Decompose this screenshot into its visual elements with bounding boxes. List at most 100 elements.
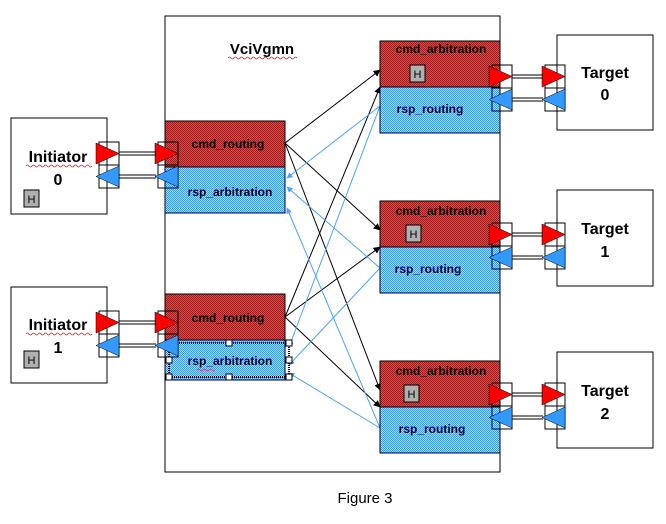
cmd-connection-line [284, 246, 381, 318]
target-side-0[interactable]: cmd_arbitration H rsp_routing [379, 40, 501, 134]
rsp-routing-box[interactable] [379, 246, 501, 294]
cmd-port-triangle-icon [488, 65, 513, 88]
initiator-box[interactable] [10, 286, 108, 384]
cmd-port-triangle-icon [541, 223, 566, 246]
resize-handle[interactable] [285, 373, 293, 381]
cmd-connection-line [284, 69, 381, 144]
rsp-routing-box[interactable] [379, 86, 501, 134]
initiator-index: 1 [54, 340, 63, 357]
cmd-port-triangle-icon [541, 65, 566, 88]
hier-box[interactable] [23, 189, 40, 208]
cmd-arbitration-box[interactable] [379, 200, 501, 248]
vgmn-title: VciVgmn [230, 41, 294, 58]
cmd-arbitration-label: cmd_arbitration [396, 42, 487, 56]
connection-lines [284, 69, 382, 429]
rsp-port-triangle-icon [95, 334, 120, 357]
target-0[interactable]: Target 0 [556, 34, 654, 131]
hier-box[interactable] [409, 64, 426, 83]
rsp-arbitration-box[interactable] [164, 339, 286, 381]
resize-handle[interactable] [165, 373, 173, 381]
initiator-0[interactable]: Initiator 0 H [10, 117, 108, 215]
initiator-side-0[interactable]: cmd_routing rsp_arbitration [164, 120, 286, 214]
cmd-port-triangle-icon [488, 383, 513, 406]
hier-box-label: H [28, 194, 36, 206]
hier-box-label: H [408, 389, 416, 401]
cmd-port-triangle-icon [154, 311, 179, 334]
rsp-port-triangle-icon [541, 406, 566, 429]
resize-handle[interactable] [225, 373, 233, 381]
target-name: Target [581, 383, 629, 400]
rsp-routing-label: rsp_routing [399, 422, 466, 436]
target-port[interactable] [541, 382, 566, 430]
rsp-port-triangle-icon [488, 246, 513, 269]
initiator-side-1[interactable]: cmd_routing rsp_arbitration [164, 293, 293, 381]
rsp-arbitration-box[interactable] [164, 166, 286, 214]
cmd-port-triangle-icon [95, 311, 120, 334]
target-port[interactable] [541, 222, 566, 270]
hier-box[interactable] [23, 350, 40, 369]
target-name: Target [581, 221, 629, 238]
network-target-port[interactable] [488, 222, 513, 270]
target-box[interactable] [556, 351, 654, 449]
resize-handle[interactable] [225, 339, 233, 347]
rsp-port-triangle-icon [488, 406, 513, 429]
resize-handle[interactable] [165, 356, 173, 364]
target-name: Target [581, 65, 629, 82]
cmd-arbitration-box[interactable] [379, 360, 501, 408]
hier-box[interactable] [403, 384, 420, 403]
resize-handle[interactable] [285, 356, 293, 364]
cmd-arbitration-label: cmd_arbitration [396, 204, 487, 218]
cmd-arbitration-label: cmd_arbitration [396, 364, 487, 378]
spell-underline [25, 164, 93, 168]
network-initiator-port[interactable] [154, 141, 179, 189]
target-index: 0 [601, 87, 610, 104]
target-port[interactable] [541, 64, 566, 112]
network-initiator-port[interactable] [154, 310, 179, 358]
initiator-index: 0 [54, 172, 63, 189]
cmd-routing-label: cmd_routing [192, 311, 265, 325]
rsp-connection-line [288, 105, 381, 348]
rsp-routing-label: rsp_routing [395, 262, 462, 276]
spell-underline [227, 56, 298, 60]
target-side-1[interactable]: cmd_arbitration H rsp_routing [379, 200, 501, 294]
target-box[interactable] [556, 34, 654, 131]
target-side-2[interactable]: cmd_arbitration H rsp_routing [379, 360, 501, 454]
rsp-connection-line [286, 105, 381, 179]
cmd-connection-line [284, 86, 381, 318]
hier-box-label: H [414, 69, 422, 81]
rsp-port-triangle-icon [154, 334, 179, 357]
network-target-port[interactable] [488, 382, 513, 430]
cmd-port-triangle-icon [488, 223, 513, 246]
target-2[interactable]: Target 2 [556, 351, 654, 449]
target-index: 1 [601, 244, 610, 261]
cmd-port-triangle-icon [541, 383, 566, 406]
cmd-connection-line [284, 316, 381, 408]
rsp-arbitration-label: rsp_arbitration [188, 354, 273, 368]
target-box[interactable] [556, 189, 654, 287]
rsp-arbitration-label: rsp_arbitration [188, 185, 273, 199]
rsp-connection-line [288, 267, 381, 366]
resize-handle[interactable] [285, 339, 293, 347]
rsp-port-triangle-icon [154, 165, 179, 188]
rsp-port-triangle-icon [95, 165, 120, 188]
initiator-port[interactable] [95, 141, 120, 189]
rsp-connection-line [286, 186, 381, 269]
initiator-name: Initiator [29, 149, 88, 166]
spell-underline [196, 368, 216, 372]
network-target-port[interactable] [488, 64, 513, 112]
cmd-arbitration-box[interactable] [379, 40, 501, 88]
target-index: 2 [601, 406, 610, 423]
initiator-port[interactable] [95, 310, 120, 358]
figure-caption: Figure 3 [337, 490, 392, 507]
initiator-name: Initiator [29, 317, 88, 334]
rsp-port-triangle-icon [488, 88, 513, 111]
target-1[interactable]: Target 1 [556, 189, 654, 287]
cmd-connection-line [284, 142, 381, 231]
hier-box-label: H [410, 229, 418, 241]
ports [95, 64, 566, 430]
initiator-1[interactable]: Initiator 1 H [10, 286, 108, 384]
hier-box[interactable] [405, 224, 422, 243]
rsp-routing-box[interactable] [379, 406, 501, 454]
cmd-port-triangle-icon [95, 142, 120, 165]
